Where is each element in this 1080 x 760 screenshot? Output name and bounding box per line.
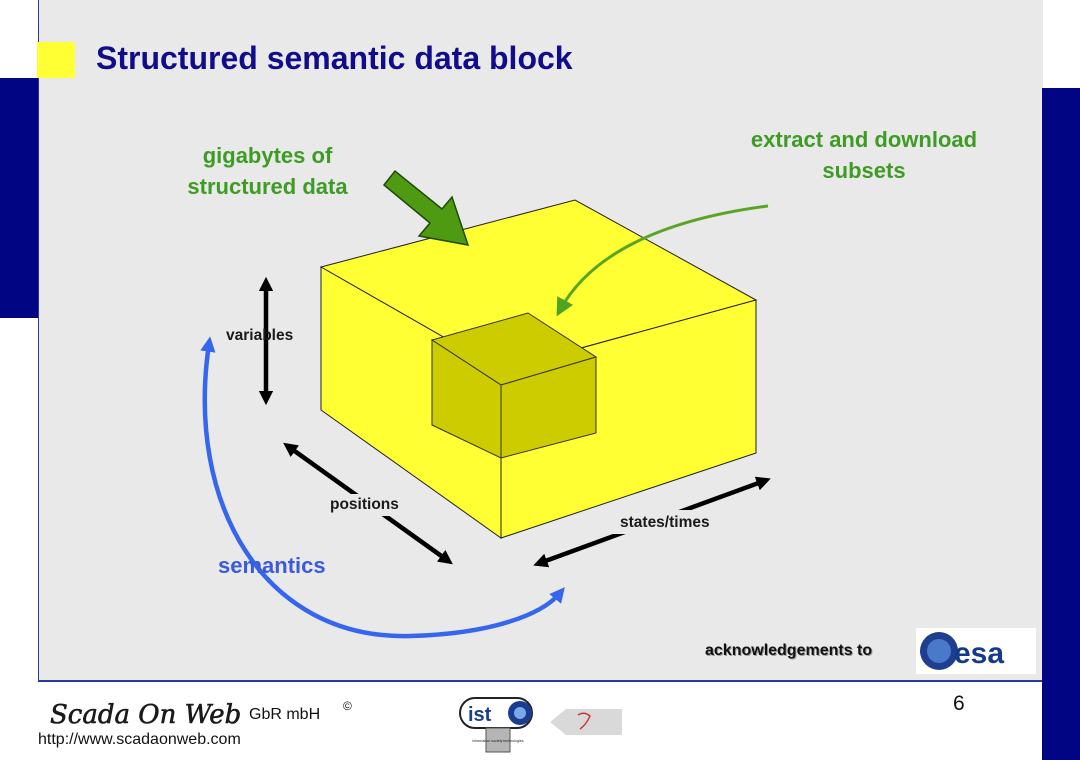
extract-arrow [556, 204, 769, 317]
states-times-label: states/times [620, 514, 710, 531]
ist-logo-text: ist [468, 704, 492, 726]
left-accent-bar [0, 78, 38, 318]
website-url[interactable]: http://www.scadaonweb.com [38, 731, 241, 748]
acknowledgements-label: acknowledgements to [705, 642, 873, 659]
ist-logo: ist information society technologies [459, 697, 533, 753]
ist-caption: information society technologies [472, 739, 523, 743]
arrow-logo-icon [550, 709, 622, 735]
company-name: GbR mbH [249, 706, 321, 723]
title-bullet-square [37, 42, 75, 78]
copyright-symbol: © [343, 699, 352, 713]
esa-logo: esa [916, 628, 1036, 674]
scada-logo-text: Scada On Web [50, 700, 241, 730]
right-accent-bar [1042, 88, 1080, 760]
data-input-arrow [382, 169, 470, 246]
esa-logo-text: esa [954, 637, 1004, 670]
positions-label: positions [330, 496, 399, 513]
footer-divider [38, 680, 1042, 682]
scada-on-web-logo: Scada On Web [50, 700, 242, 731]
states-label-bg [612, 510, 742, 534]
gigabytes-label: gigabytes of structured data [187, 143, 348, 199]
variables-label: variables [226, 327, 294, 344]
semantics-arrow [200, 336, 565, 639]
page-number: 6 [953, 692, 965, 715]
slide-title: Structured semantic data block [96, 40, 573, 76]
positions-label-bg [326, 494, 422, 516]
extract-label: extract and download subsets [750, 127, 978, 183]
semantics-label: semantics [218, 553, 326, 578]
